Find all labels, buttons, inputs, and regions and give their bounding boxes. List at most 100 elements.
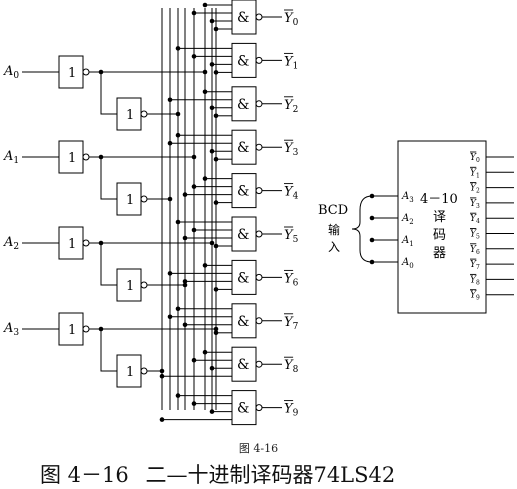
inversion-bubble <box>255 404 263 412</box>
inverter-gate <box>58 140 84 174</box>
output-label-y9: Y9 <box>284 402 299 419</box>
junction-dot <box>175 219 181 225</box>
junction-dot <box>213 243 219 249</box>
output-label-y6: Y6 <box>284 271 299 288</box>
inverter-gate <box>116 268 142 302</box>
nand-label: & <box>237 10 249 26</box>
inverter-label: 1 <box>68 237 76 252</box>
junction-dot <box>191 184 197 189</box>
inversion-bubble <box>255 230 263 238</box>
nand-label: & <box>237 401 249 417</box>
inverter-label: 1 <box>68 151 76 166</box>
nand-label: & <box>237 270 249 286</box>
inverter-label: 1 <box>68 323 76 338</box>
junction-dot <box>213 70 219 75</box>
inversion-bubble <box>255 273 263 281</box>
junction-dot <box>159 373 165 379</box>
output-label-y1: Y1 <box>284 54 298 71</box>
junction-dot <box>191 227 197 233</box>
inverter-label: 1 <box>68 66 76 81</box>
figure-caption: 图 4－16 二—十进制译码器74LS42 <box>40 459 405 489</box>
inversion-bubble <box>82 325 90 333</box>
junction-dot <box>202 89 208 95</box>
block-pin-out-y3: Y3 <box>470 199 480 210</box>
junction-dot <box>369 237 375 243</box>
nand-label: & <box>237 53 249 69</box>
nand-gate-9 <box>231 390 257 426</box>
bcd-char: 输 <box>328 222 340 237</box>
input-label-a0: A0 <box>3 64 19 81</box>
junction-dot <box>213 26 219 32</box>
input-label-a2: A2 <box>3 235 19 252</box>
inversion-bubble <box>82 68 90 76</box>
junction-dot <box>213 200 219 205</box>
inversion-bubble <box>82 239 90 247</box>
junction-dot <box>167 271 173 276</box>
junction-dot <box>369 215 375 221</box>
output-label-y5: Y5 <box>284 228 299 245</box>
nand-label: & <box>237 314 249 330</box>
inversion-bubble <box>140 367 148 375</box>
inverter-label: 1 <box>126 365 134 380</box>
block-pin-in-a0: A0 <box>401 257 414 270</box>
bcd-label: BCD <box>318 203 348 218</box>
output-label-y7: Y7 <box>284 315 299 332</box>
caption-number: 图 4－16 <box>40 463 129 487</box>
output-label-y0: Y0 <box>284 11 299 28</box>
junction-dot <box>182 192 188 197</box>
nand-label: & <box>237 357 249 373</box>
block-title-char: 码 <box>433 228 446 243</box>
inversion-bubble <box>255 317 263 325</box>
block-title-char: 译 <box>433 210 446 225</box>
junction-dot <box>213 287 219 292</box>
nand-gate-7 <box>231 303 257 339</box>
junction-dot <box>202 263 208 268</box>
block-pin-in-a2: A2 <box>401 213 414 226</box>
figure-number: 图 4-16 <box>238 442 279 455</box>
bcd-char: 入 <box>328 240 340 254</box>
junction-dot <box>182 322 188 328</box>
junction-dot <box>209 18 215 24</box>
block-pin-out-y1: Y1 <box>470 168 480 179</box>
feed-wire <box>100 329 117 372</box>
inverter-gate <box>58 55 84 89</box>
junction-dot <box>175 46 181 51</box>
nand-gate-3 <box>231 129 257 165</box>
feed-wire <box>100 72 117 115</box>
inversion-bubble <box>255 100 263 108</box>
output-label-y2: Y2 <box>284 98 298 115</box>
block-pin-out-y4: Y4 <box>470 214 480 225</box>
junction-dot <box>202 349 208 355</box>
junction-dot <box>167 140 173 146</box>
junction-dot <box>191 10 197 16</box>
junction-dot <box>209 105 215 111</box>
inversion-bubble <box>255 360 263 368</box>
block-pin-out-y0: Y0 <box>470 153 480 164</box>
inversion-bubble <box>255 143 263 151</box>
inverter-label: 1 <box>126 193 134 208</box>
junction-dot <box>175 132 181 138</box>
output-label-y8: Y8 <box>284 358 299 375</box>
inversion-bubble <box>140 110 148 118</box>
inversion-bubble <box>140 195 148 203</box>
input-label-a3: A3 <box>3 321 19 338</box>
input-label-a1: A1 <box>3 149 19 166</box>
junction-dot <box>213 113 219 119</box>
junction-dot <box>191 357 197 363</box>
nand-gate-4 <box>231 173 257 209</box>
wiring <box>22 2 514 422</box>
block-pin-out-y6: Y6 <box>470 245 480 256</box>
inversion-bubble <box>255 187 263 195</box>
nand-label: & <box>237 184 249 200</box>
block-title: 4－10 <box>420 192 458 207</box>
nand-gate-2 <box>231 86 257 122</box>
junction-dot <box>202 176 208 181</box>
nand-gate-6 <box>231 259 257 295</box>
junction-dot <box>209 62 215 67</box>
output-label-y3: Y3 <box>284 141 299 158</box>
junction-dot <box>182 235 188 241</box>
junction-dot <box>213 156 219 162</box>
